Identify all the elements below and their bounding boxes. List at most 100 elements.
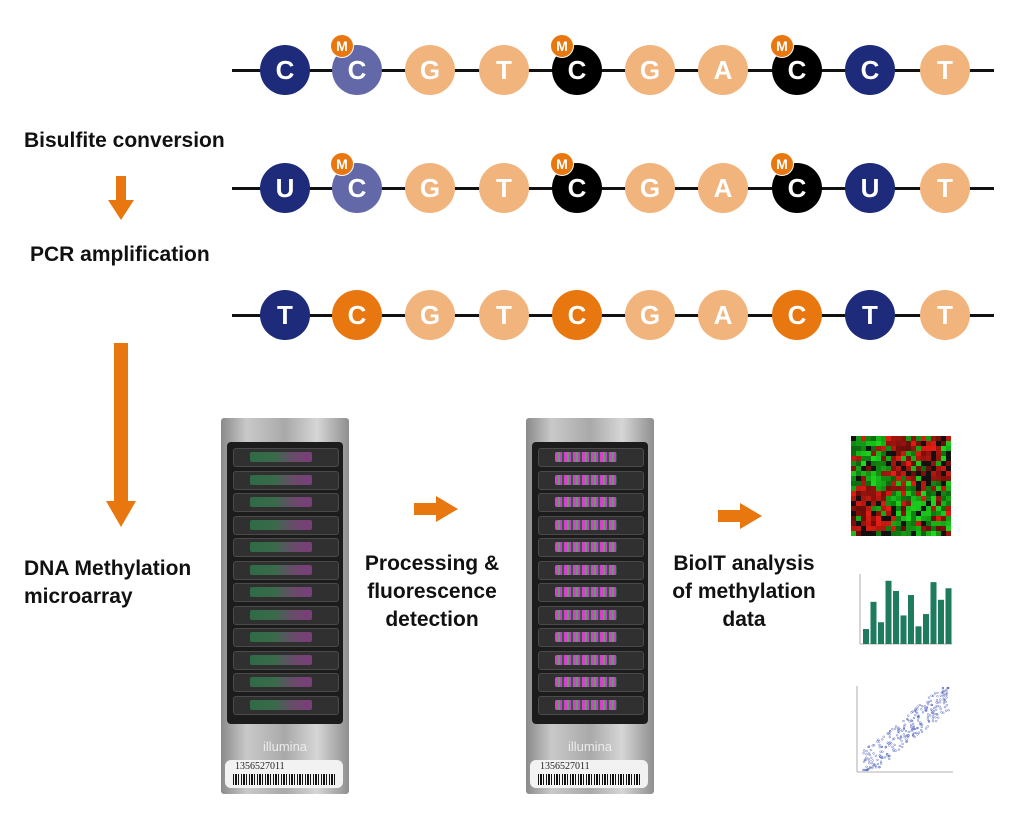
scatter-point — [918, 703, 921, 707]
heatmap-cell — [901, 451, 906, 456]
heatmap-cell — [926, 516, 931, 521]
scatter-point — [947, 709, 950, 712]
heatmap-cell — [916, 531, 921, 536]
heatmap-cell — [861, 441, 866, 446]
scatter-plot-thumbnail — [856, 686, 953, 773]
nucleotide-circle: A — [698, 290, 748, 340]
heatmap-cell — [936, 526, 941, 531]
heatmap-cell — [871, 506, 876, 511]
heatmap-cell — [946, 531, 951, 536]
scatter-point — [865, 756, 868, 759]
heatmap-cell — [886, 531, 891, 536]
scatter-point — [945, 696, 948, 699]
heatmap-cell — [921, 446, 926, 451]
scatter-point — [894, 727, 897, 730]
heatmap-cell — [921, 441, 926, 446]
heatmap-cell — [936, 531, 941, 536]
heatmap-cell — [896, 466, 901, 471]
scatter-point — [931, 694, 935, 697]
nucleotide-circle: T — [260, 290, 310, 340]
heatmap-cell — [871, 486, 876, 491]
heatmap-cell — [861, 491, 866, 496]
heatmap-cell — [866, 466, 871, 471]
heatmap-cell — [856, 511, 861, 516]
scatter-point — [892, 748, 895, 751]
scatter-point — [865, 765, 868, 768]
heatmap-cell — [861, 436, 866, 441]
scatter-point — [936, 704, 939, 708]
nucleotide-circle: C — [260, 45, 310, 95]
scatter-point — [902, 719, 905, 723]
array-slot-signal — [250, 654, 312, 665]
heatmap-cell — [941, 501, 946, 506]
scatter-point — [940, 711, 943, 714]
scatter-point — [869, 748, 872, 752]
heatmap-cell — [946, 446, 951, 451]
heatmap-cell — [896, 461, 901, 466]
heatmap-cell — [926, 511, 931, 516]
scatter-point — [913, 731, 916, 735]
heatmap-cell — [896, 486, 901, 491]
scatter-point — [894, 725, 897, 728]
heatmap-cell — [906, 446, 911, 451]
scatter-point — [878, 754, 881, 757]
heatmap-cell — [936, 441, 941, 446]
scatter-point — [881, 750, 884, 753]
heatmap-cell — [936, 461, 941, 466]
scatter-point — [868, 759, 871, 762]
heatmap-cell — [866, 531, 871, 536]
scatter-point — [916, 705, 919, 708]
scatter-point — [935, 701, 938, 704]
heatmap-cell — [896, 526, 901, 531]
heatmap-cell — [901, 501, 906, 506]
heatmap-cell — [896, 436, 901, 441]
heatmap-cell — [881, 511, 886, 516]
heatmap-cell — [946, 466, 951, 471]
scatter-point — [914, 708, 917, 711]
heatmap-cell — [876, 451, 881, 456]
scatter-point — [900, 736, 903, 739]
heatmap-cell — [861, 516, 866, 521]
processing-label-line-2: fluorescence — [367, 580, 497, 603]
heatmap-cell — [896, 511, 901, 516]
scatter-point — [888, 729, 892, 733]
methyl-mark-icon: M — [550, 152, 574, 176]
heatmap-cell — [926, 471, 931, 476]
heatmap-cell — [861, 501, 866, 506]
heatmap-cell — [881, 496, 886, 501]
heatmap-cell — [866, 481, 871, 486]
right-arrow-icon — [718, 503, 762, 529]
heatmap-cell — [861, 466, 866, 471]
scatter-point — [939, 701, 942, 704]
heatmap-cell — [946, 496, 951, 501]
array-slot-signal — [555, 474, 617, 485]
heatmap-cell — [881, 441, 886, 446]
scatter-point — [938, 705, 941, 708]
array-slot — [233, 515, 339, 535]
array-slot — [233, 673, 339, 692]
nucleotide-circle: T — [920, 45, 970, 95]
bar — [885, 580, 892, 644]
scatter-point — [872, 752, 875, 755]
scatter-point — [886, 741, 889, 744]
heatmap-cell — [916, 456, 921, 461]
scatter-point — [927, 720, 931, 723]
heatmap-cell — [871, 451, 876, 456]
scatter-point — [884, 746, 887, 749]
heatmap-cell — [881, 481, 886, 486]
array-slot-signal — [250, 564, 312, 575]
heatmap-cell — [881, 521, 886, 526]
heatmap-cell — [926, 446, 931, 451]
pcr-amplification-label: PCR amplification — [30, 243, 210, 266]
heatmap-cell — [931, 441, 936, 446]
heatmap-cell — [871, 441, 876, 446]
heatmap-cell — [886, 476, 891, 481]
scatter-point — [931, 715, 935, 718]
heatmap-cell — [941, 496, 946, 501]
bioit-label-line-1: BioIT analysis — [673, 552, 815, 575]
processing-detection-label: Processing & fluorescence detection — [362, 550, 502, 634]
heatmap-cell — [881, 436, 886, 441]
scatter-point — [880, 755, 883, 758]
scatter-point — [892, 749, 895, 752]
heatmap-cell — [896, 456, 901, 461]
